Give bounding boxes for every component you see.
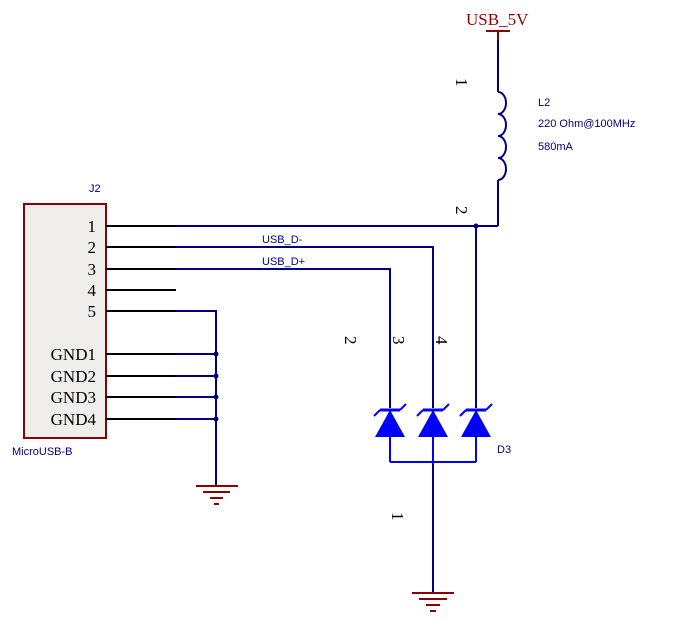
d3-pin-2-label: 2 [341,336,360,345]
inductor-coil [497,91,507,181]
inductor-l2[interactable]: 1 2 L2 220 Ohm@100MHz 580mA [452,40,635,226]
usb-5v-power-port[interactable]: USB_5V [466,10,529,40]
j2-body [23,203,107,439]
j2-designator: J2 [89,183,101,195]
j2-pin-1: 1 [88,217,97,236]
junction-gnd1 [213,351,219,357]
tvs-diode-1-flag-left [373,409,381,417]
junction-gnd3 [213,394,219,400]
tvs-diode-2-flag-right [442,403,450,411]
tvs-diode-2 [416,403,450,437]
j2-pin-gnd2: GND2 [51,367,96,386]
l2-current: 580mA [538,141,574,153]
j2-pin-3: 3 [88,260,97,279]
tvs-diode-1 [373,403,407,437]
ground-symbol-d3[interactable] [412,592,454,612]
l2-pin-1-label: 1 [452,78,471,87]
junctions [213,223,479,422]
d3-pin-4-label: 4 [432,336,451,345]
d3-pin-1-label: 1 [388,512,407,521]
j2-pin-gnd3: GND3 [51,388,96,407]
d3-designator: D3 [497,444,511,456]
tvs-diode-1-flag-right [399,403,407,411]
tvs-diode-2-flag-left [416,409,424,417]
usb-5v-label: USB_5V [466,10,529,29]
tvs-diode-3-flag-left [459,409,467,417]
net-label-d-plus: USB_D+ [262,256,305,268]
j2-pin-4: 4 [88,281,97,300]
wire-usb-d-minus[interactable] [176,246,434,408]
ground-symbol-j2[interactable] [196,485,238,505]
j2-part-name: MicroUSB-B [12,446,73,458]
tvs-diode-3-flag-right [485,403,493,411]
j2-pin-gnd1: GND1 [51,345,96,364]
wire-j2-ground-bus[interactable] [176,310,217,486]
wires [176,225,498,593]
l2-designator: L2 [538,97,550,109]
tvs-diode-3 [459,403,493,437]
net-label-d-minus: USB_D- [262,234,303,246]
l2-value: 220 Ohm@100MHz [538,118,635,130]
l2-pin-2-label: 2 [452,206,471,215]
j2-pin-gnd4: GND4 [51,410,97,429]
connector-j2[interactable]: J2 MicroUSB-B 1 2 3 4 5 GND1 GND2 GND3 G… [12,183,176,458]
wire-usb-d-plus[interactable] [176,268,391,408]
j2-pin-5: 5 [88,302,97,321]
tvs-diode-2-triangle [418,410,448,437]
d3-pin-3-label: 3 [389,336,408,345]
tvs-diode-3-triangle [461,410,491,437]
junction-vbus [473,223,479,229]
junction-gnd2 [213,373,219,379]
tvs-diode-1-triangle [375,410,405,437]
tvs-array-d3[interactable]: 2 3 4 D3 1 [341,336,511,521]
j2-pin-2: 2 [88,238,97,257]
junction-gnd4 [213,416,219,422]
